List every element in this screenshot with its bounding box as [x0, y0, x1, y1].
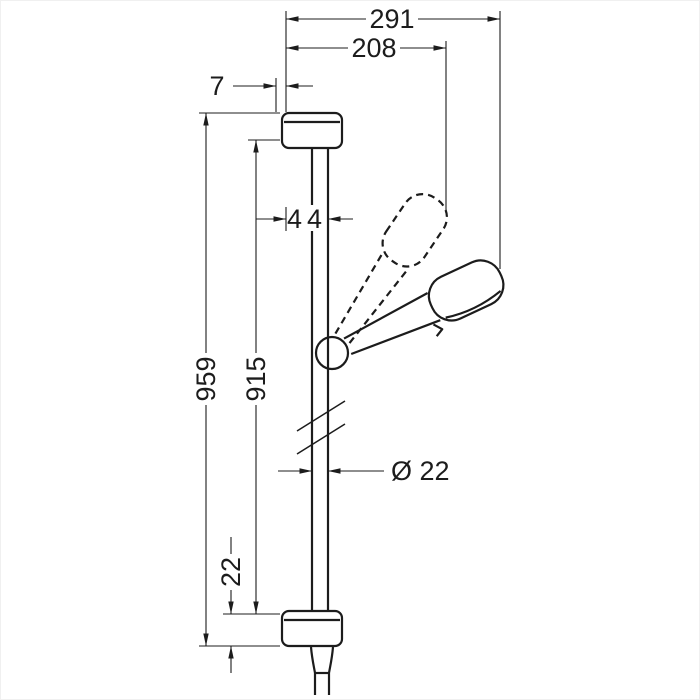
wall-clearance-label: 7 [209, 71, 224, 101]
bar-length-label: 959 [191, 356, 221, 401]
total-reach-label: 291 [369, 4, 414, 34]
hand-shower [343, 259, 505, 356]
bar-offset-label-backing [289, 205, 325, 231]
mount-distance-label: 915 [241, 356, 271, 401]
spray-selector-tab [432, 323, 444, 337]
handle-bottom-edge [350, 319, 441, 356]
spray-face-line [445, 290, 502, 319]
dimension-labels: 291 208 7 44 959 915 22 Ø 22 [191, 4, 450, 587]
bottom-wall-bracket [280, 609, 344, 648]
end-offset-label: 22 [216, 557, 246, 587]
alt-handle-top-edge [334, 251, 384, 335]
slider-holder [314, 335, 350, 371]
handle-top-edge [343, 292, 429, 340]
shower-head [427, 259, 505, 322]
top-wall-bracket [280, 111, 344, 150]
bar-offset-label: 44 [287, 204, 327, 234]
hose-outlet-left [309, 646, 317, 695]
bar-break-symbol [296, 400, 346, 455]
bar-break-mark-2 [296, 423, 346, 455]
shower-rail [280, 111, 344, 695]
head-reach-label: 208 [351, 33, 396, 63]
alt-shower-head [381, 192, 449, 268]
hose-outlet-right [327, 646, 335, 695]
bar-diameter-label: Ø 22 [391, 456, 450, 486]
bar-break-mark-1 [296, 400, 346, 432]
dimension-lines [199, 11, 501, 673]
